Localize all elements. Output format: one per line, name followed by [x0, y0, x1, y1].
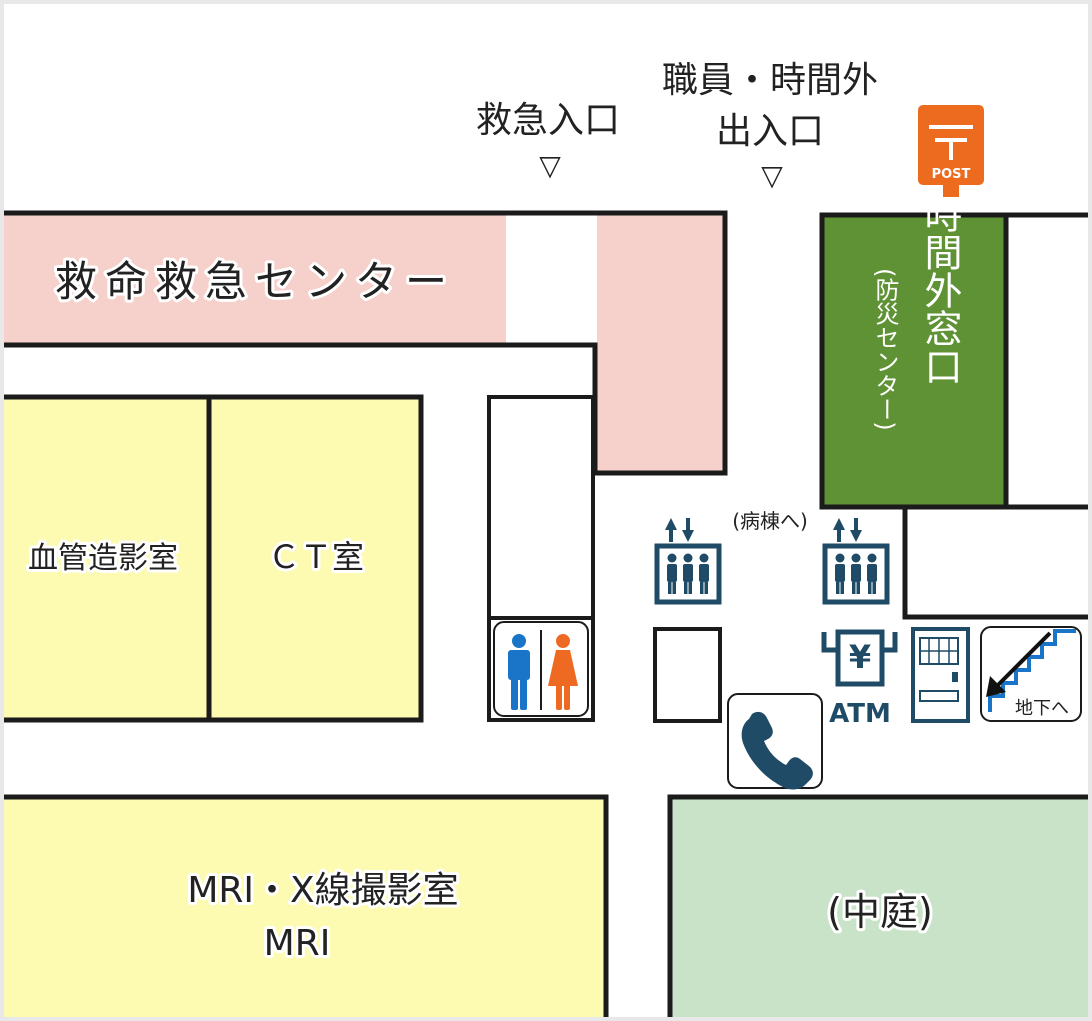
- staff-entrance-label-line2: 出入口: [716, 111, 824, 152]
- emergency-entrance-marker: ▽: [539, 149, 561, 182]
- emergency-entrance-label: 救急入口: [476, 100, 620, 141]
- staff-entrance-label: 職員・時間外: [662, 60, 878, 101]
- yen-symbol: ¥: [849, 638, 871, 676]
- ct-room: [209, 397, 421, 720]
- post-box-icon: POST: [918, 105, 984, 197]
- stairs-down-icon[interactable]: 地下へ: [980, 626, 1082, 722]
- mri-room-label: MRI・X線撮影室: [187, 870, 458, 911]
- post-label: POST: [932, 167, 971, 182]
- ct-room-label: ＣＴ室: [268, 538, 364, 576]
- stairs-label: 地下へ: [1015, 698, 1069, 719]
- angiography-room: [4, 397, 209, 720]
- disaster-center-label: (防災センター): [871, 268, 899, 431]
- after-hours-window-block: [819, 212, 1088, 620]
- emergency-center-label: 救命救急センター: [55, 257, 455, 306]
- emergency-center-block: [4, 210, 728, 476]
- male-icon: [508, 634, 530, 710]
- mri-room-sublabel: MRI: [264, 923, 331, 964]
- restroom-icon[interactable]: [493, 621, 589, 717]
- elevator-note-label: (病棟へ): [732, 509, 808, 533]
- angiography-room-label: 血管造影室: [28, 541, 178, 576]
- storage-box: [653, 627, 722, 723]
- telephone-icon[interactable]: [727, 693, 823, 790]
- courtyard-label: (中庭): [827, 890, 933, 934]
- mri-room: [4, 794, 609, 1017]
- female-icon: [548, 634, 578, 710]
- courtyard: [667, 794, 1088, 1017]
- atm-icon[interactable]: ¥ ATM: [821, 629, 898, 729]
- staff-entrance-marker: ▽: [761, 159, 783, 192]
- vending-machine-icon[interactable]: [911, 627, 970, 723]
- atm-label: ATM: [829, 699, 891, 729]
- after-hours-window-label: 時間外窓口: [918, 195, 962, 385]
